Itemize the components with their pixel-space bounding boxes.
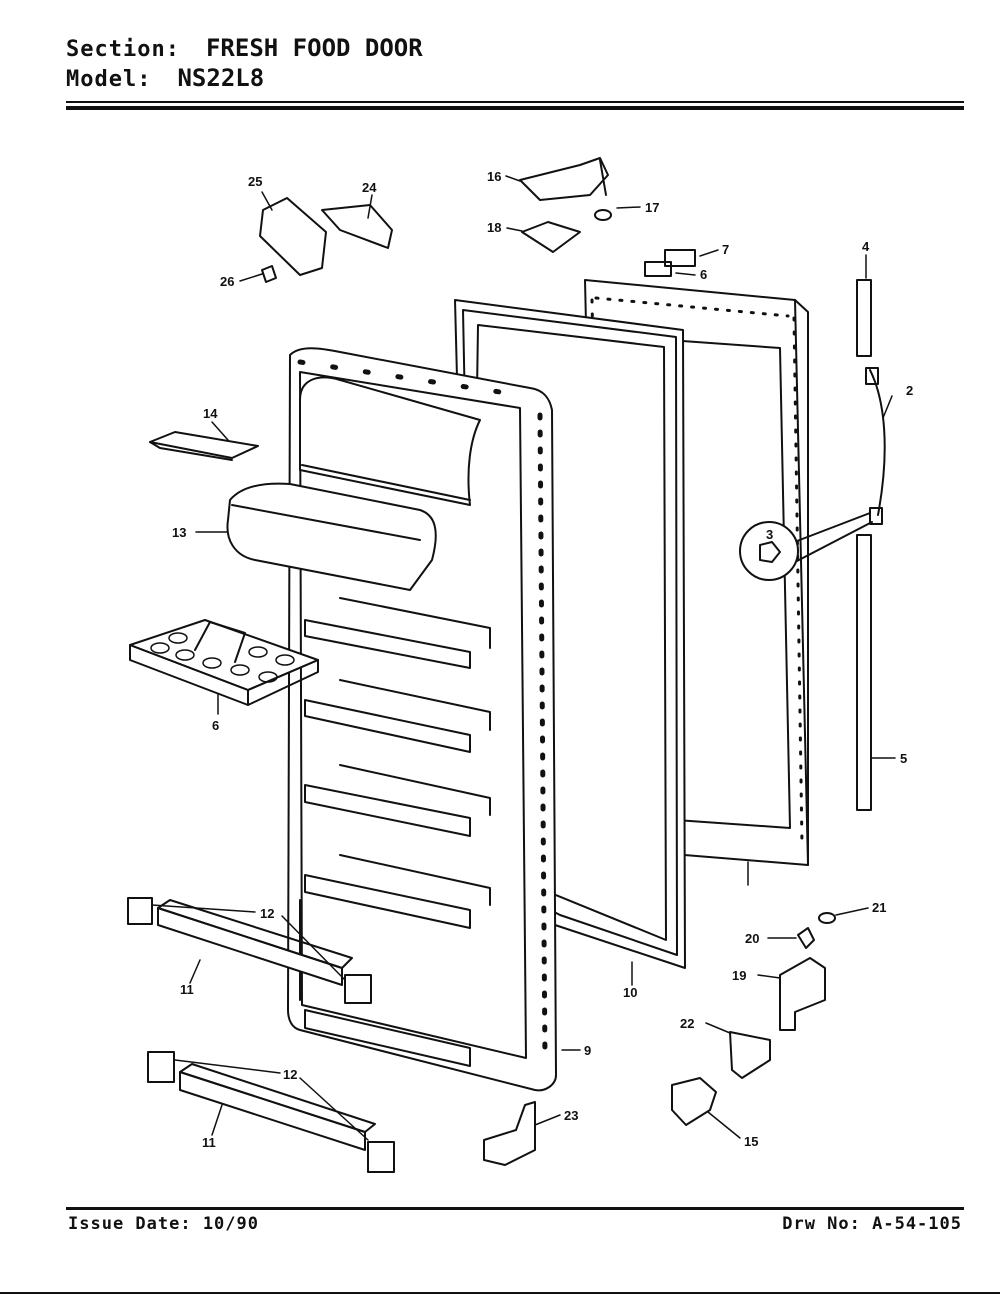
callout-9: 9 <box>584 1043 591 1058</box>
header-rule-thin <box>66 101 964 103</box>
drawing-number: Drw No: A-54-105 <box>782 1214 962 1234</box>
header-rule-thick <box>66 106 964 110</box>
callout-11-upper: 11 <box>180 982 194 997</box>
callout-26: 26 <box>220 274 234 289</box>
callout-20: 20 <box>745 931 759 946</box>
footer-rule <box>66 1207 964 1210</box>
callout-17: 17 <box>645 200 659 215</box>
callout-15: 15 <box>744 1134 758 1149</box>
section-value: FRESH FOOD DOOR <box>205 34 423 62</box>
dairy-door <box>226 482 437 591</box>
callout-14: 14 <box>203 406 218 421</box>
lower-hinge-parts <box>671 912 836 1126</box>
model-value: NS22L8 <box>177 64 265 92</box>
callout-4: 4 <box>862 239 870 254</box>
callout-16: 16 <box>487 169 501 184</box>
callout-23: 23 <box>564 1108 578 1123</box>
callout-8: 6 <box>212 718 219 733</box>
callout-18: 18 <box>487 220 501 235</box>
section-header: Section: FRESH FOOD DOOR <box>66 34 423 62</box>
callout-10: 10 <box>623 985 637 1000</box>
callout-21: 21 <box>872 900 886 915</box>
callout-12-upper: 12 <box>260 906 274 921</box>
nameplate-clip <box>644 261 672 277</box>
door-foot <box>483 1101 536 1166</box>
callout-22: 22 <box>680 1016 694 1031</box>
leader-lines <box>151 175 896 1141</box>
egg-tray <box>129 619 319 706</box>
callout-13: 13 <box>172 525 186 540</box>
model-header: Model: NS22L8 <box>66 64 264 92</box>
callout-5: 5 <box>900 751 907 766</box>
callout-2: 2 <box>906 383 913 398</box>
callout-19: 19 <box>732 968 746 983</box>
door-handle <box>856 279 886 811</box>
callout-24: 24 <box>362 180 377 195</box>
callout-11-lower: 11 <box>202 1135 216 1150</box>
callout-3: 3 <box>766 527 773 542</box>
nameplate <box>664 249 696 267</box>
issue-date: Issue Date: 10/90 <box>68 1214 259 1234</box>
bottom-border <box>0 1292 1000 1294</box>
callout-25: 25 <box>248 174 262 189</box>
door-bar-upper <box>127 897 372 1004</box>
section-key: Section: <box>66 37 180 62</box>
shelf-rail <box>149 431 259 461</box>
callout-12-lower: 12 <box>283 1067 297 1082</box>
door-bar-lower <box>147 1051 395 1173</box>
callout-7: 7 <box>722 242 729 257</box>
top-left-parts <box>259 197 393 283</box>
top-hinge <box>519 157 612 253</box>
callout-6-top: 6 <box>700 267 707 282</box>
screw-detail <box>739 512 873 581</box>
model-key: Model: <box>66 67 152 92</box>
